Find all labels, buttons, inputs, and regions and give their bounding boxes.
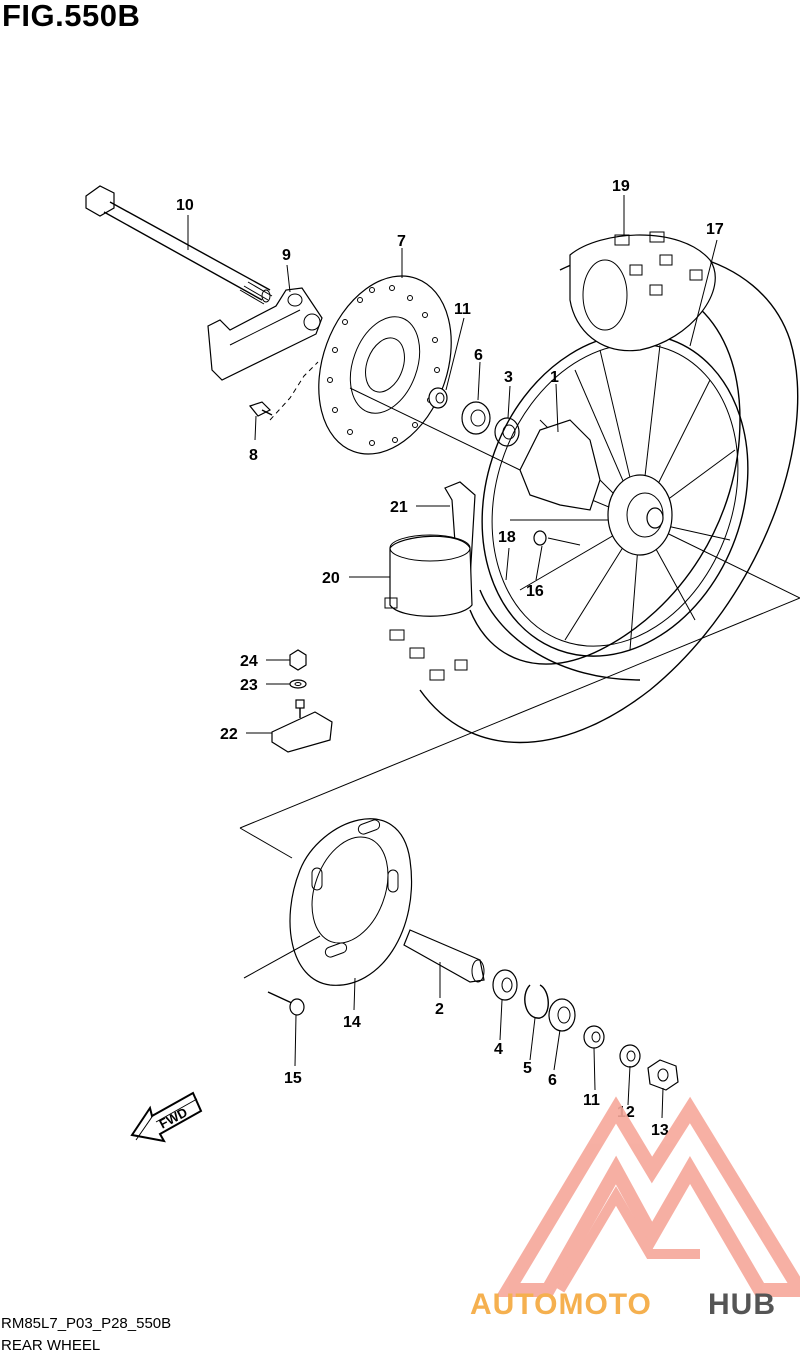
rear-sprocket-part xyxy=(289,818,412,986)
model-code: RM85L7_P03_P28_550B xyxy=(1,1315,172,1332)
watermark-text-automoto: AUTOMOTO xyxy=(470,1288,652,1321)
part-label-11-bottom: 11 xyxy=(583,1092,600,1109)
bearing-set-right-part xyxy=(492,969,679,1091)
part-label-8: 8 xyxy=(249,447,258,464)
part-label-17: 17 xyxy=(706,221,724,238)
part-label-24: 24 xyxy=(240,653,258,670)
part-label-19: 19 xyxy=(612,178,630,195)
part-label-4: 4 xyxy=(494,1041,503,1058)
part-label-1: 1 xyxy=(550,369,559,386)
part-label-15: 15 xyxy=(284,1070,302,1087)
part-label-14: 14 xyxy=(343,1014,361,1031)
sprocket-bolt-part xyxy=(267,991,305,1016)
part-label-18: 18 xyxy=(498,529,516,546)
brake-disc-part xyxy=(318,275,452,455)
part-label-10: 10 xyxy=(176,197,194,214)
part-label-13: 13 xyxy=(651,1122,669,1139)
part-label-6-top: 6 xyxy=(474,347,483,364)
hub-part xyxy=(519,419,673,556)
rim-lock-set-part xyxy=(271,649,333,753)
part-label-16: 16 xyxy=(526,583,544,600)
figure-name: REAR WHEEL xyxy=(1,1337,101,1354)
watermark-text-hub: HUB xyxy=(708,1288,776,1321)
part-label-20: 20 xyxy=(322,570,340,587)
chain-adjuster-part xyxy=(207,287,323,381)
spoke-nipple-part xyxy=(533,530,581,546)
part-label-2: 2 xyxy=(435,1001,444,1018)
figure-title: FIG.550B xyxy=(2,0,141,33)
part-label-6-bottom: 6 xyxy=(548,1072,557,1089)
fwd-arrow-icon: FWD xyxy=(130,1091,203,1143)
part-label-22: 22 xyxy=(220,726,238,743)
part-label-5: 5 xyxy=(523,1060,532,1077)
tire-section-part xyxy=(569,231,716,352)
tube-part xyxy=(384,534,641,681)
part-label-7: 7 xyxy=(397,233,406,250)
automotohub-logo xyxy=(495,1096,800,1297)
bearing-set-left-part xyxy=(428,387,520,447)
part-label-21: 21 xyxy=(390,499,408,516)
part-label-3: 3 xyxy=(504,369,513,386)
part-label-11-top: 11 xyxy=(454,301,471,318)
leader-lines xyxy=(187,195,718,1119)
spacer-part xyxy=(403,929,485,983)
part-label-9: 9 xyxy=(282,247,291,264)
axle-part xyxy=(85,185,273,305)
part-labels: 10 9 8 7 11 6 3 1 19 17 21 18 16 20 24 2… xyxy=(176,178,724,1139)
part-label-23: 23 xyxy=(240,677,258,694)
bolt-8-part xyxy=(248,361,319,421)
